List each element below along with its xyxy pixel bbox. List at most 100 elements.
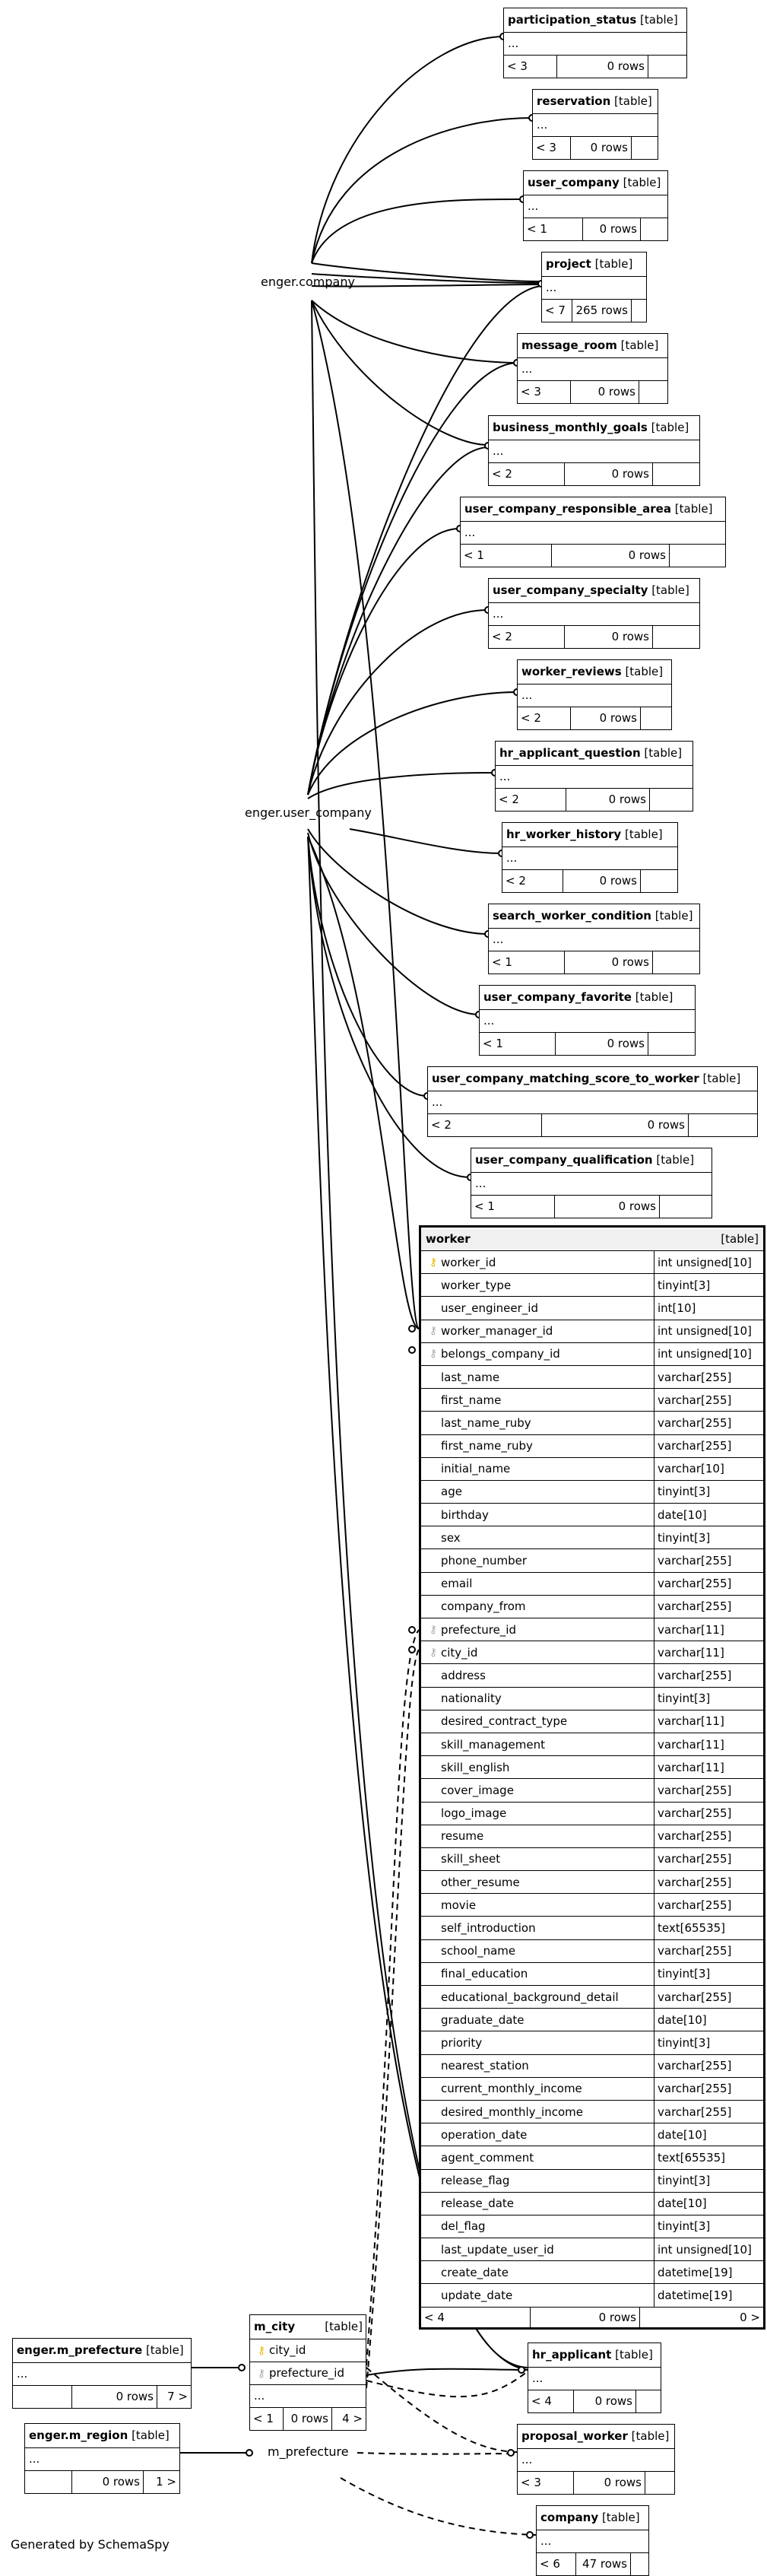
column-name: nationality <box>421 1687 654 1710</box>
column-name: release_date <box>421 2192 654 2215</box>
table-user-company-qualification[interactable]: user_company_qualification [table] ... <… <box>471 1148 712 1218</box>
column-type: int unsigned[10] <box>658 1324 752 1339</box>
column-name: address <box>421 1664 654 1687</box>
row-count: 0 rows <box>563 870 641 892</box>
table-name: worker <box>426 1232 471 1246</box>
children-count: 1 > <box>156 2475 176 2489</box>
column-name-text: cover_image <box>441 1783 514 1797</box>
row-count: 0 rows <box>72 2386 157 2408</box>
row-count: 265 rows <box>572 300 632 322</box>
table-row: ... <box>250 2385 366 2408</box>
column-type: varchar[10] <box>658 1462 724 1476</box>
parents-count: < 1 <box>461 545 552 567</box>
parents-count: < 1 <box>524 218 583 240</box>
table-row: ... <box>428 1091 757 1114</box>
table-name: business_monthly_goals <box>493 421 648 434</box>
table-name: hr_worker_history <box>506 827 622 841</box>
column-name: email <box>421 1572 654 1595</box>
row-count: 0 rows <box>565 626 653 648</box>
parents-count: < 2 <box>518 707 571 729</box>
column-name-text: user_engineer_id <box>441 1301 538 1315</box>
table-row: ... <box>25 2448 179 2471</box>
column-prefecture-id: ⚷prefecture_id <box>250 2362 366 2385</box>
table-row: ... <box>471 1173 712 1196</box>
column-name-text: first_name <box>441 1393 502 1407</box>
column-type: datetime[19] <box>658 2265 733 2279</box>
column-name-text: skill_sheet <box>441 1852 501 1866</box>
column-name: user_engineer_id <box>421 1297 654 1320</box>
column-type: tinyint[3] <box>658 1485 711 1499</box>
column-name: worker_type <box>421 1274 654 1297</box>
table-name: user_company_qualification <box>475 1153 653 1167</box>
primary-key-icon: ⚷ <box>257 2345 266 2357</box>
enger-user-company-label[interactable]: enger.user_company <box>245 805 372 820</box>
column-type: datetime[19] <box>658 2289 733 2303</box>
parents-count: < 4 <box>421 2307 531 2327</box>
foreign-key-icon: ⚷ <box>257 2368 266 2380</box>
column-name: ⚷city_id <box>421 1641 654 1664</box>
children-count: 7 > <box>167 2390 188 2403</box>
table-row: ... <box>480 1010 695 1033</box>
table-user-company-responsible-area[interactable]: user_company_responsible_area [table] ..… <box>460 497 726 567</box>
row-count: 0 rows <box>571 381 639 403</box>
table-name: participation_status <box>508 13 637 27</box>
enger-company-label[interactable]: enger.company <box>261 275 355 289</box>
table-m-city[interactable]: m_city [table] ⚷city_id ⚷prefecture_id .… <box>249 2314 366 2431</box>
column-name-text: nearest_station <box>441 2059 529 2073</box>
column-name-text: final_education <box>441 1967 528 1981</box>
parents-count: < 6 <box>537 2553 576 2575</box>
column-name-text: release_flag <box>441 2174 510 2188</box>
column-type: varchar[255] <box>658 1875 732 1889</box>
worker-column-row: skill_sheet varchar[255] <box>421 1847 763 1872</box>
row-count: 0 rows <box>72 2471 144 2493</box>
column-name: ⚷belongs_company_id <box>421 1342 654 1365</box>
column-name-text: birthday <box>441 1507 489 1522</box>
column-type: tinyint[3] <box>658 2035 711 2050</box>
table-kind: [table] <box>674 502 713 516</box>
column-name-text: release_date <box>441 2196 515 2211</box>
table-user-company-matching-score-to-worker[interactable]: user_company_matching_score_to_worker [t… <box>427 1066 758 1137</box>
m-prefecture-label[interactable]: m_prefecture <box>268 2444 349 2459</box>
table-name: user_company_responsible_area <box>464 502 671 516</box>
column-type: varchar[255] <box>658 1852 732 1866</box>
column-name: current_monthly_income <box>421 2077 654 2100</box>
foreign-key-icon: ⚷ <box>429 1623 438 1636</box>
row-count: 0 rows <box>574 2390 636 2412</box>
column-type: varchar[11] <box>658 1737 724 1752</box>
parents-count: < 1 <box>250 2408 284 2430</box>
column-name: initial_name <box>421 1457 654 1480</box>
column-type: varchar[11] <box>658 1714 724 1729</box>
